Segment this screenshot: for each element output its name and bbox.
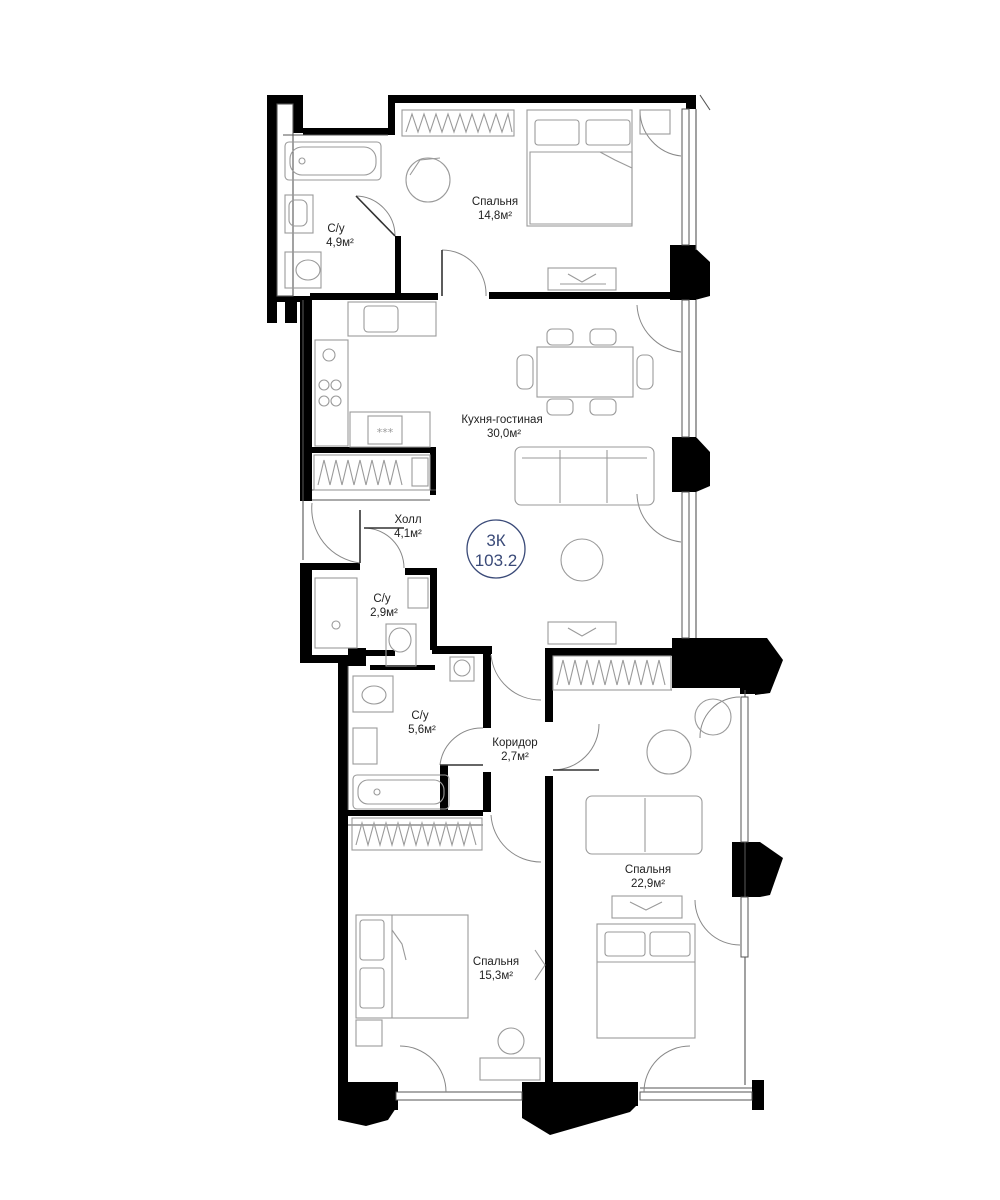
apartment-badge: 3К 103.2 [466,519,526,579]
room-area: 15,3м² [479,970,513,982]
furniture: *** [284,109,732,1081]
room-label-bedroom2: Спальня 22,9м² [625,864,671,890]
room-name: Спальня [472,196,518,208]
room-name: Холл [394,514,421,526]
room-label-bedroom1: Спальня 14,8м² [472,196,518,222]
room-name: С/у [327,223,345,235]
room-label-bath1: С/у 4,9м² [326,223,354,249]
room-area: 2,9м² [370,607,398,619]
room-name: Спальня [473,956,519,968]
svg-text:***: *** [377,426,394,439]
apartment-type: 3К [486,531,505,550]
room-name: С/у [411,710,429,722]
badge-circle [466,519,526,579]
doors [311,109,741,1093]
room-area: 14,8м² [478,210,512,222]
room-area: 5,6м² [408,724,436,736]
walls [267,95,783,1135]
room-name: Кухня-гостиная [461,414,542,426]
windows [395,94,753,1101]
room-area: 4,9м² [326,237,354,249]
room-name: Спальня [625,864,671,876]
room-label-bath2: С/у 2,9м² [370,593,398,619]
room-label-kitchen-living: Кухня-гостиная 30,0м² [461,414,542,440]
room-label-corridor: Коридор 2,7м² [492,737,537,763]
room-name: Коридор [492,737,537,749]
room-name: С/у [373,593,391,605]
room-area: 2,7м² [501,751,529,763]
apartment-area: 103.2 [475,551,518,570]
room-area: 30,0м² [487,428,521,440]
room-label-hall: Холл 4,1м² [394,514,422,540]
room-area: 4,1м² [394,528,422,540]
room-label-bath3: С/у 5,6м² [408,710,436,736]
room-label-bedroom3: Спальня 15,3м² [473,956,519,982]
room-area: 22,9м² [631,878,665,890]
